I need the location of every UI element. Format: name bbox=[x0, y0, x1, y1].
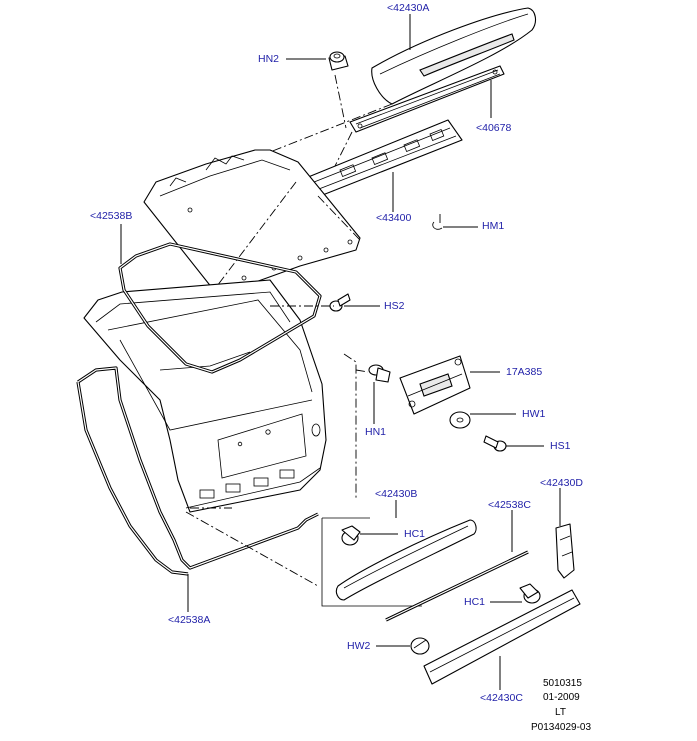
label-42430D: <42430D bbox=[540, 477, 583, 489]
group-box-42430B bbox=[321, 500, 477, 607]
plate-bracket-17A385 bbox=[399, 355, 471, 415]
label-hc1-upper: HC1 bbox=[404, 528, 426, 540]
label-hn1: HN1 bbox=[365, 426, 387, 438]
label-hs2: HS2 bbox=[384, 300, 405, 312]
garnish-42430C bbox=[423, 589, 581, 685]
bracket-40678 bbox=[349, 65, 505, 133]
label-hn2: HN2 bbox=[258, 53, 280, 65]
label-42538A: <42538A bbox=[168, 614, 211, 626]
spoiler-42430A bbox=[371, 7, 537, 105]
label-17A385: 17A385 bbox=[506, 366, 543, 378]
trim-42430D bbox=[555, 523, 575, 579]
label-40678: <40678 bbox=[476, 122, 512, 134]
footer-side: LT bbox=[555, 707, 566, 718]
label-hc1-lower: HC1 bbox=[464, 596, 486, 608]
label-42430C: <42430C bbox=[480, 692, 523, 704]
footer-ref: P0134029-03 bbox=[531, 722, 592, 733]
label-hs1: HS1 bbox=[550, 440, 571, 452]
hs2-screw bbox=[329, 293, 351, 312]
label-43400: <43400 bbox=[376, 212, 412, 224]
hn1-nut bbox=[368, 364, 391, 383]
hc1-clip-lower bbox=[519, 583, 541, 604]
footer-date: 01-2009 bbox=[543, 692, 580, 703]
seal-42538B bbox=[118, 242, 322, 374]
hn2-nut bbox=[328, 51, 349, 71]
label-hm1: HM1 bbox=[482, 220, 505, 232]
hc1-clip-upper bbox=[341, 525, 361, 546]
footer-code: 5010315 bbox=[543, 678, 582, 689]
inner-trim-panel bbox=[143, 149, 361, 299]
hm1-clip bbox=[432, 214, 443, 230]
label-hw1: HW1 bbox=[522, 408, 546, 420]
seal-strip-42538C bbox=[385, 550, 529, 622]
label-42538C: <42538C bbox=[488, 499, 531, 511]
label-42430B: <42430B bbox=[375, 488, 418, 500]
tailgate-body bbox=[83, 279, 327, 513]
hs1-screw bbox=[483, 435, 507, 452]
label-hw2: HW2 bbox=[347, 640, 371, 652]
seal-42538A bbox=[76, 366, 319, 576]
hw1-washer bbox=[449, 411, 471, 429]
hw2-fastener bbox=[410, 637, 430, 655]
label-42538B: <42538B bbox=[90, 210, 133, 222]
label-42430A: <42430A bbox=[387, 2, 430, 14]
